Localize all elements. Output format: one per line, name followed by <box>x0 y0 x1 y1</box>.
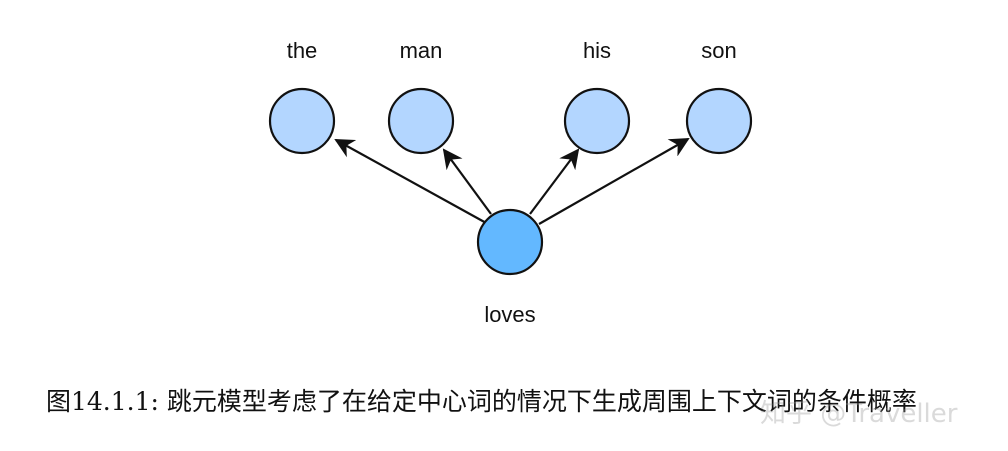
node-loves <box>476 208 544 276</box>
edges <box>334 138 690 225</box>
label-son: son <box>701 38 736 63</box>
watermark: 知乎 @Traveller <box>760 399 958 429</box>
edge-loves-to-son <box>538 138 690 225</box>
edge-loves-to-man <box>442 148 492 215</box>
figure-caption: 图14.1.1: 跳元模型考虑了在给定中心词的情况下生成周围上下文词的条件概率 <box>46 387 917 416</box>
node-son <box>685 87 753 155</box>
context-nodes <box>268 87 753 155</box>
node-man <box>387 87 455 155</box>
label-man: man <box>400 38 443 63</box>
labels: the man his son loves <box>287 38 737 327</box>
node-the <box>268 87 336 155</box>
edge-loves-to-the <box>334 139 489 225</box>
label-loves: loves <box>484 302 535 327</box>
label-the: the <box>287 38 318 63</box>
label-his: his <box>583 38 611 63</box>
edge-loves-to-his <box>529 148 580 215</box>
node-his <box>563 87 631 155</box>
